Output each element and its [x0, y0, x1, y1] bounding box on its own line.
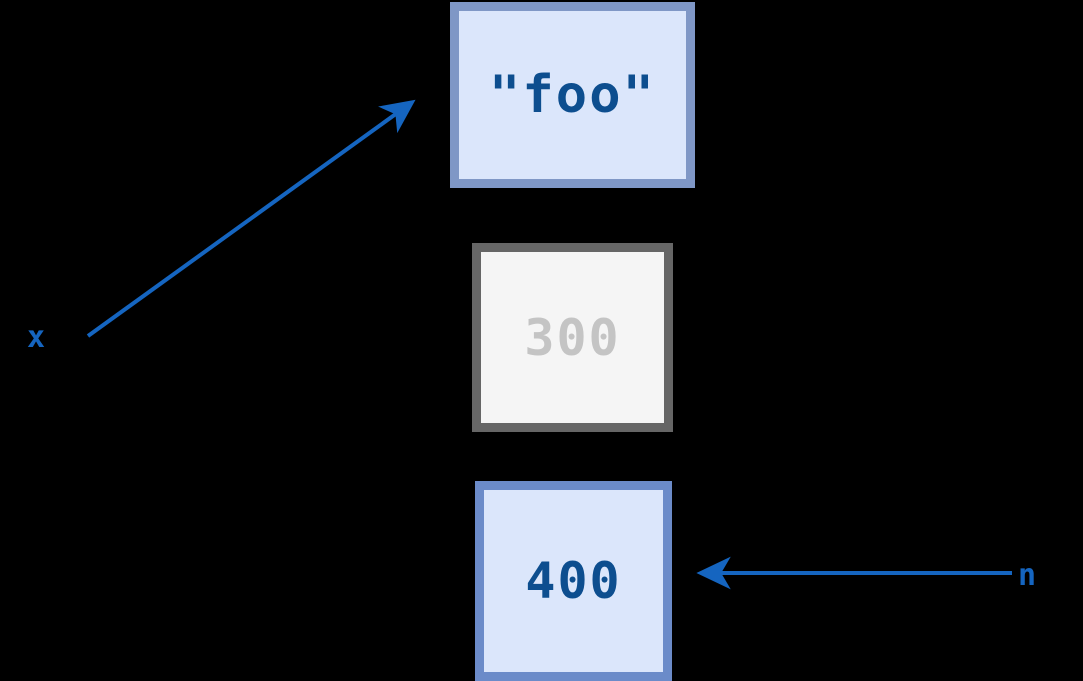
- value-box-foo-text: "foo": [489, 65, 656, 125]
- source-label: x: [27, 320, 46, 355]
- value-box-400: 400: [475, 481, 672, 681]
- value-box-300-text: 300: [524, 308, 621, 367]
- diagram-canvas: "foo" 300 400 x n: [27, 2, 1037, 681]
- arrow-source-to-foo: [86, 99, 416, 338]
- value-box-400-text: 400: [525, 552, 622, 610]
- sink-label: n: [1018, 558, 1037, 593]
- value-box-300: 300: [472, 243, 673, 432]
- value-box-foo: "foo": [450, 2, 695, 188]
